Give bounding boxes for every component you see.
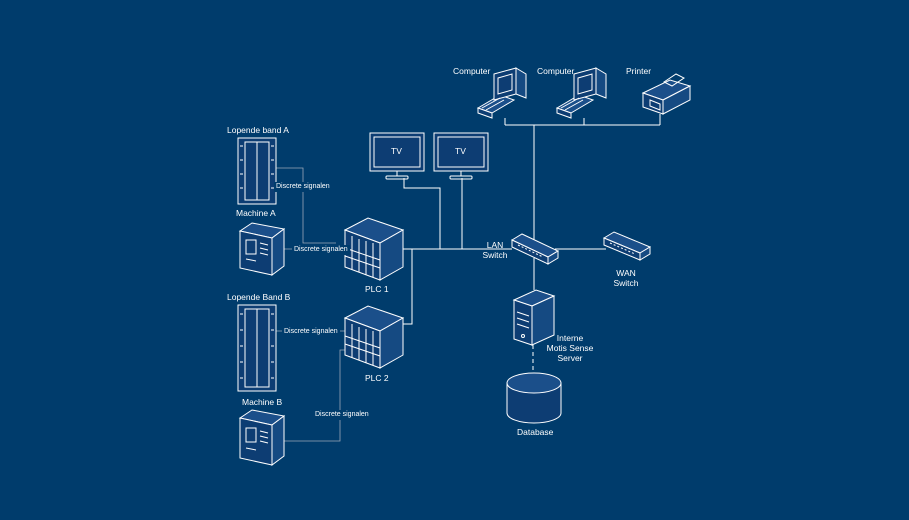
tv-1-icon	[369, 132, 425, 180]
wan-switch-icon	[602, 231, 652, 261]
plc-1-icon	[343, 217, 405, 281]
computer-2-icon	[555, 67, 607, 119]
tv-1-label: TV	[391, 146, 402, 156]
connection-lines	[276, 114, 661, 442]
wan-switch-label: WAN Switch	[610, 268, 642, 288]
conveyor-belt-a-icon	[237, 137, 277, 205]
plc-2-icon	[343, 305, 405, 369]
signal-label-belt-a: Discrete signalen	[274, 182, 332, 192]
belt-a-label: Lopende band A	[227, 125, 289, 135]
signal-label-machine-a: Discrete signalen	[292, 245, 350, 255]
server-label-line1: Interne	[556, 333, 584, 343]
server-label-line3: Server	[557, 353, 583, 363]
conveyor-belt-b-icon	[237, 304, 277, 392]
wan-switch-label-line2: Switch	[613, 278, 639, 288]
machine-a-icon	[238, 222, 286, 276]
lan-switch-label: LAN Switch	[480, 240, 510, 260]
database-icon	[506, 372, 562, 424]
belt-b-label: Lopende Band B	[227, 292, 291, 302]
wan-switch-label-line1: WAN	[616, 268, 636, 278]
printer-icon	[641, 73, 692, 115]
computer-2-label: Computer	[537, 66, 575, 76]
machine-a-label: Machine A	[236, 208, 276, 218]
tv-2-label: TV	[455, 146, 466, 156]
lan-switch-label-line1: LAN	[486, 240, 504, 250]
server-label-line2: Motis Sense	[546, 343, 594, 353]
plc-1-label: PLC 1	[365, 284, 389, 294]
tv-2-icon	[433, 132, 489, 180]
lan-switch-label-line2: Switch	[482, 250, 508, 260]
server-icon	[512, 289, 556, 346]
machine-b-icon	[238, 409, 286, 466]
computer-1-icon	[476, 67, 527, 119]
signal-label-machine-b: Discrete signalen	[313, 410, 371, 420]
computer-1-label: Computer	[453, 66, 491, 76]
plc-2-label: PLC 2	[365, 373, 389, 383]
printer-label: Printer	[626, 66, 652, 76]
signal-label-belt-b: Discrete signalen	[282, 327, 340, 337]
machine-b-label: Machine B	[242, 397, 283, 407]
database-label: Database	[517, 427, 554, 437]
server-label: Interne Motis Sense Server	[540, 333, 600, 363]
lan-switch-icon	[510, 233, 560, 265]
